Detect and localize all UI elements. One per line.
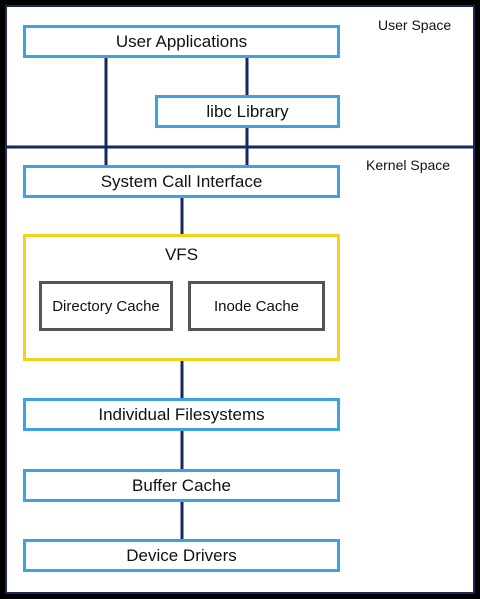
user-applications-label: User Applications (115, 31, 248, 51)
buffer-cache-box: Buffer Cache (23, 469, 340, 502)
directory-cache-label: Directory Cache (52, 297, 160, 315)
system-call-interface-label: System Call Interface (100, 171, 263, 191)
libc-library-label: libc Library (206, 101, 289, 121)
kernel-space-label: Kernel Space (366, 157, 451, 173)
libc-library-box: libc Library (155, 95, 340, 128)
inode-cache-box: Inode Cache (188, 281, 325, 331)
individual-filesystems-box: Individual Filesystems (23, 398, 340, 431)
inode-cache-label: Inode Cache (213, 297, 300, 315)
individual-filesystems-label: Individual Filesystems (98, 404, 265, 424)
buffer-cache-label: Buffer Cache (132, 475, 231, 495)
vfs-box: VFS Directory Cache Inode Cache (23, 234, 340, 361)
user-space-label: User Space (378, 17, 452, 33)
directory-cache-box: Directory Cache (39, 281, 173, 331)
user-applications-box: User Applications (23, 25, 340, 58)
system-call-interface-box: System Call Interface (23, 165, 340, 198)
device-drivers-box: Device Drivers (23, 539, 340, 572)
vfs-label: VFS (164, 245, 199, 264)
device-drivers-label: Device Drivers (126, 545, 237, 565)
